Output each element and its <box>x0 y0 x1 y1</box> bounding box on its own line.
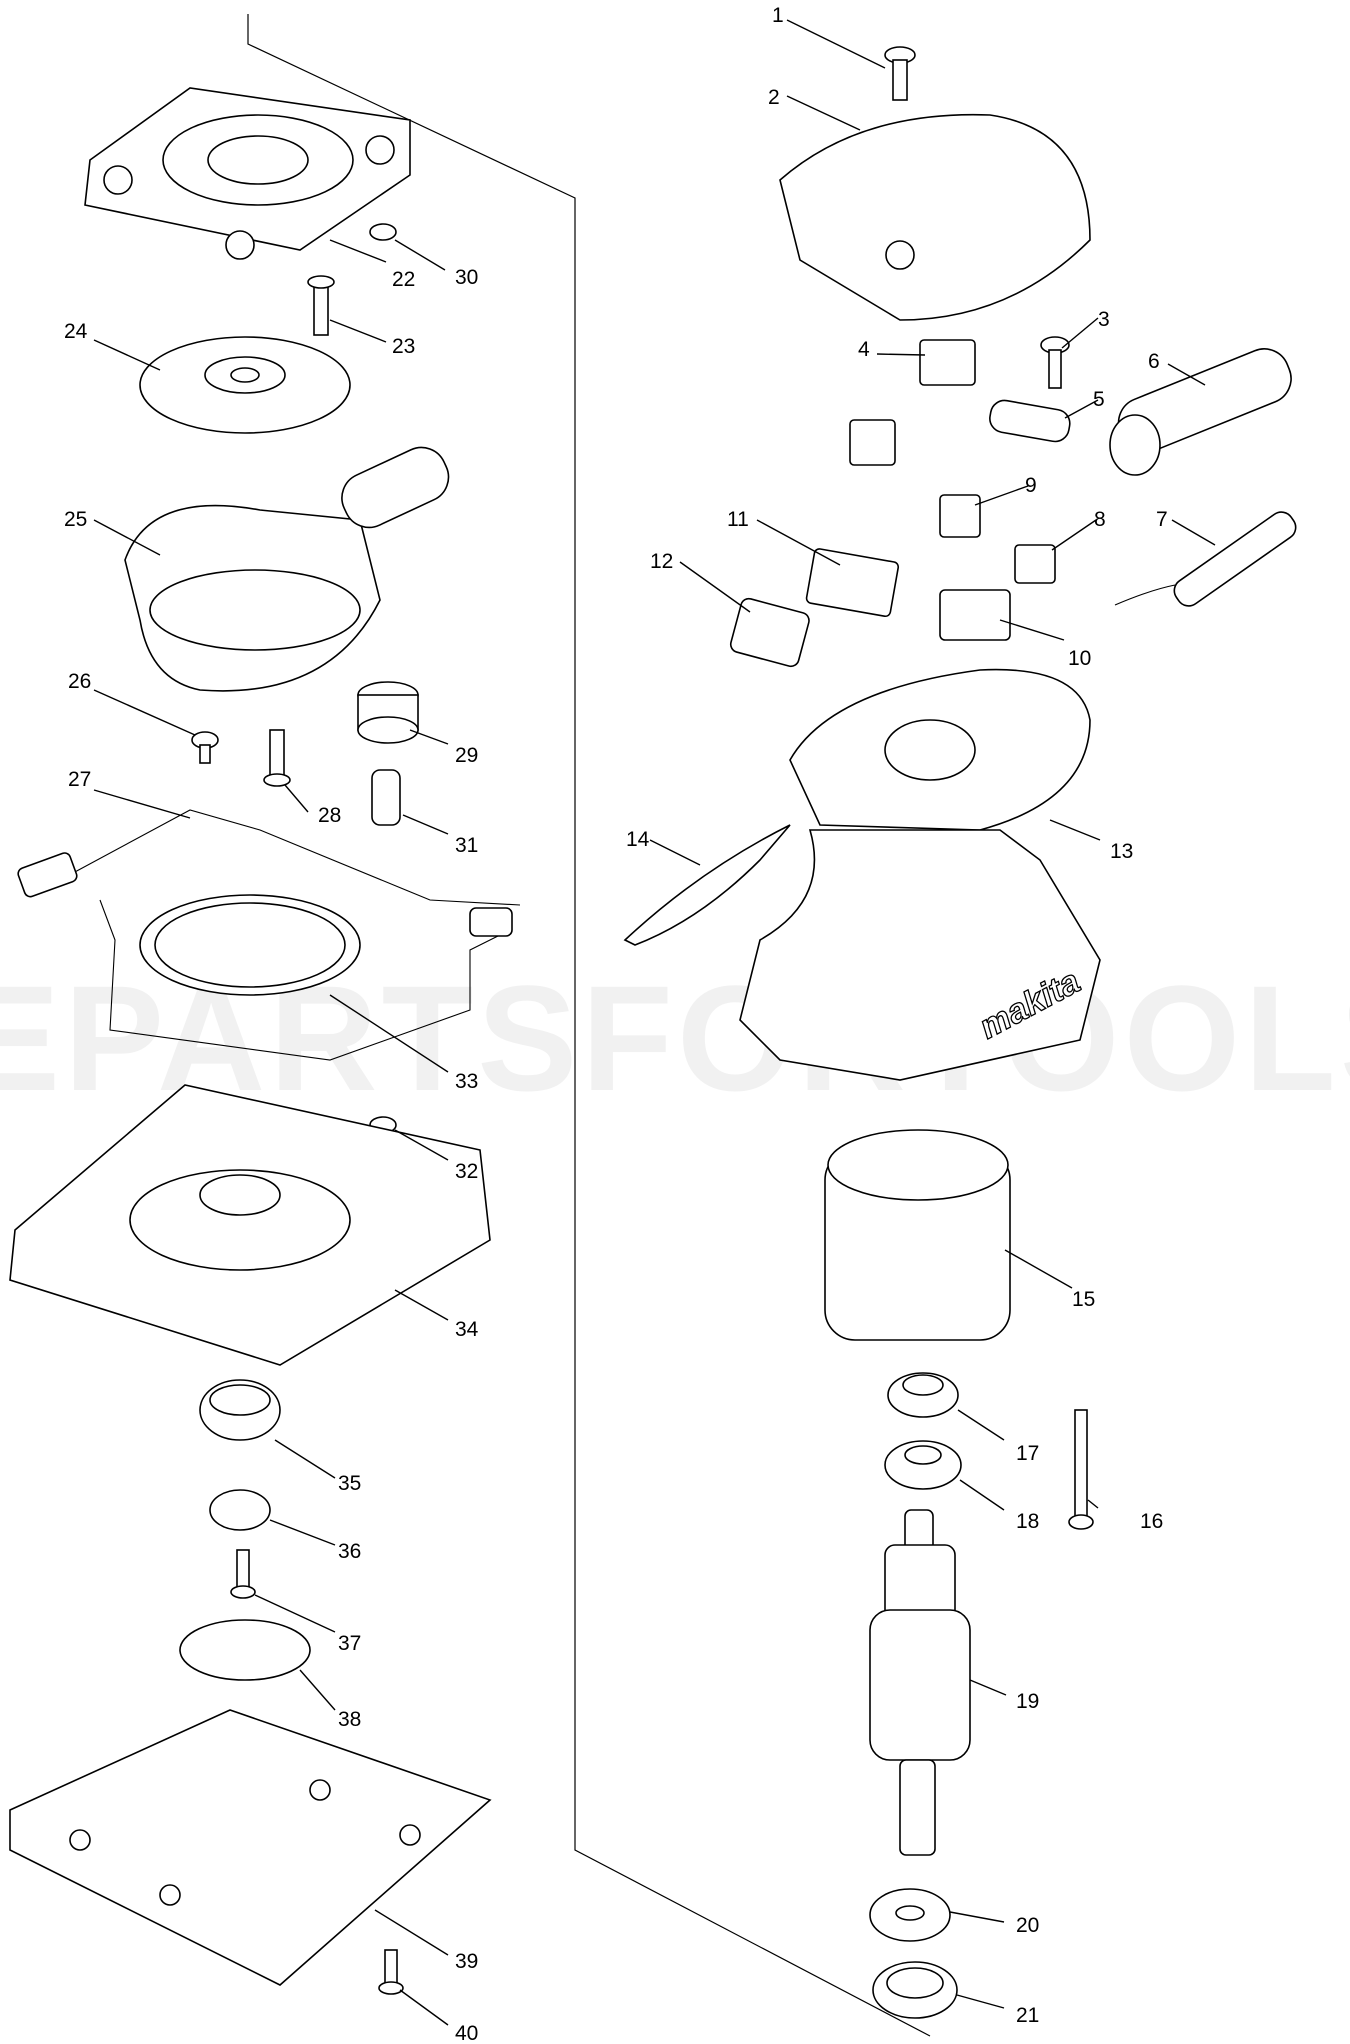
part-number-32: 32 <box>455 1160 478 1183</box>
part-number-25: 25 <box>64 508 87 531</box>
part-27-dust-holder-wire <box>17 809 521 1061</box>
part-7-cord <box>1114 511 1297 607</box>
part-30-seal-ring <box>369 223 397 241</box>
part-number-8: 8 <box>1094 508 1106 531</box>
part-number-5: 5 <box>1093 388 1105 411</box>
part-10-terminal-block <box>939 589 1011 641</box>
part-36-balancer <box>209 1489 271 1531</box>
part-11-switch <box>805 548 900 618</box>
part-13-motor-housing: makita <box>739 668 1101 1081</box>
part-number-1: 1 <box>772 4 784 27</box>
part-number-27: 27 <box>68 768 91 791</box>
part-3-screw <box>1040 336 1070 389</box>
part-number-labels: 1 2 3 4 5 6 7 8 9 10 11 12 13 14 15 16 1… <box>64 4 1168 2044</box>
part-number-10: 10 <box>1068 647 1091 670</box>
part-number-19: 19 <box>1016 1690 1039 1713</box>
part-15-field <box>824 1129 1011 1341</box>
part-16-screw <box>1068 1409 1094 1530</box>
part-number-38: 38 <box>338 1708 361 1731</box>
part-18-bearing <box>884 1440 962 1490</box>
part-number-12: 12 <box>650 550 673 573</box>
part-number-26: 26 <box>68 670 91 693</box>
part-number-3: 3 <box>1098 308 1110 331</box>
part-25-fan-housing <box>124 446 450 692</box>
part-number-15: 15 <box>1072 1288 1095 1311</box>
part-number-30: 30 <box>455 266 478 289</box>
part-35-bearing <box>199 1379 281 1441</box>
part-number-36: 36 <box>338 1540 361 1563</box>
part-20-washer <box>869 1888 951 1942</box>
part-23-screw <box>307 275 335 336</box>
part-number-11: 11 <box>727 508 749 531</box>
part-29-rubber-collar <box>357 681 419 744</box>
part-number-13: 13 <box>1110 840 1133 863</box>
part-19-armature <box>869 1509 971 1856</box>
part-22-bearing-box <box>84 87 411 260</box>
part-number-28: 28 <box>318 804 341 827</box>
part-40-screw <box>378 1949 404 1995</box>
part-number-9: 9 <box>1025 474 1037 497</box>
assembly-frame-lines <box>247 14 931 2037</box>
part-39-pad <box>9 1709 492 1986</box>
part-number-22: 22 <box>392 268 415 291</box>
part-8-brush-holder <box>1014 544 1056 584</box>
part-34-base <box>9 1084 491 1366</box>
part-number-31: 31 <box>455 834 478 857</box>
part-number-35: 35 <box>338 1472 361 1495</box>
part-14-nameplate <box>623 824 791 946</box>
part-number-24: 24 <box>64 320 88 343</box>
part-6-cord-guard <box>1109 348 1292 476</box>
part-33-ring <box>139 894 361 996</box>
part-17-bearing <box>887 1372 959 1418</box>
part-number-23: 23 <box>392 335 415 358</box>
part-number-6: 6 <box>1148 350 1160 373</box>
leader-lines <box>93 19 1216 2026</box>
part-number-17: 17 <box>1016 1442 1039 1465</box>
part-number-37: 37 <box>338 1632 361 1655</box>
part-number-39: 39 <box>455 1950 478 1973</box>
part-12-switch-button <box>729 597 810 668</box>
part-number-2: 2 <box>768 86 780 109</box>
part-number-14: 14 <box>626 828 650 851</box>
part-number-29: 29 <box>455 744 478 767</box>
part-number-33: 33 <box>455 1070 478 1093</box>
part-5-strain-relief <box>989 399 1071 443</box>
part-37-screw <box>230 1549 256 1599</box>
part-number-34: 34 <box>455 1318 479 1341</box>
part-24-fan <box>139 336 351 434</box>
part-4-capacitor <box>849 339 976 466</box>
part-1-screw <box>884 46 916 101</box>
part-2-top-cover <box>779 113 1091 321</box>
part-number-40: 40 <box>455 2022 478 2044</box>
part-number-21: 21 <box>1016 2004 1039 2027</box>
part-26-screw <box>191 731 219 764</box>
part-21-bearing <box>872 1961 958 2019</box>
part-9-switch-plate <box>939 494 981 538</box>
part-number-16: 16 <box>1140 1510 1163 1533</box>
part-38-o-ring <box>179 1619 311 1681</box>
part-number-7: 7 <box>1156 508 1168 531</box>
part-number-20: 20 <box>1016 1914 1039 1937</box>
part-28-screw <box>263 729 291 787</box>
part-31-spacer <box>371 769 401 826</box>
part-number-18: 18 <box>1016 1510 1039 1533</box>
part-number-4: 4 <box>858 338 870 361</box>
